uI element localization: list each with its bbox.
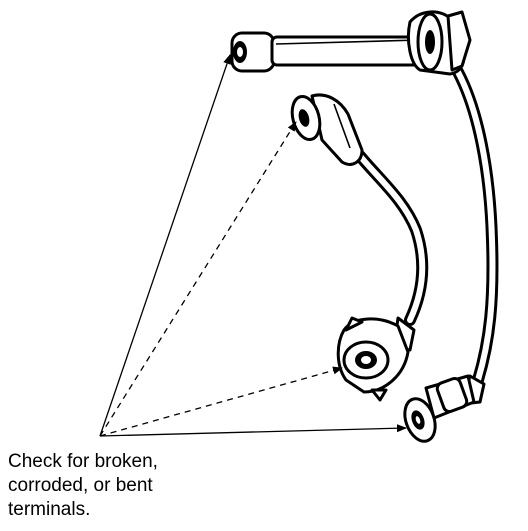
arrow-to-wire-b-boot-end [99,121,297,437]
wire-b-boot-end [290,93,364,166]
wire-a-coil-end [230,10,472,76]
wire-b-distributor-end [336,316,416,402]
arrow-to-wire-a-plug-end [99,424,407,437]
caption-line-1: Check for broken, [8,451,158,472]
wire-a [230,10,499,443]
wire-b-cable [354,150,429,326]
wire-a-plug-end [403,374,486,443]
wire-b [290,93,429,402]
arrow-to-wire-a-coil-end [99,54,231,437]
arrow-to-wire-b-distributor-end [99,366,343,437]
caption-line-3: terminals. [8,499,91,520]
inspection-caption: Check for broken, corroded, or bent term… [8,450,268,522]
callout-arrows [99,54,407,437]
caption-line-2: corroded, or bent [8,475,153,496]
